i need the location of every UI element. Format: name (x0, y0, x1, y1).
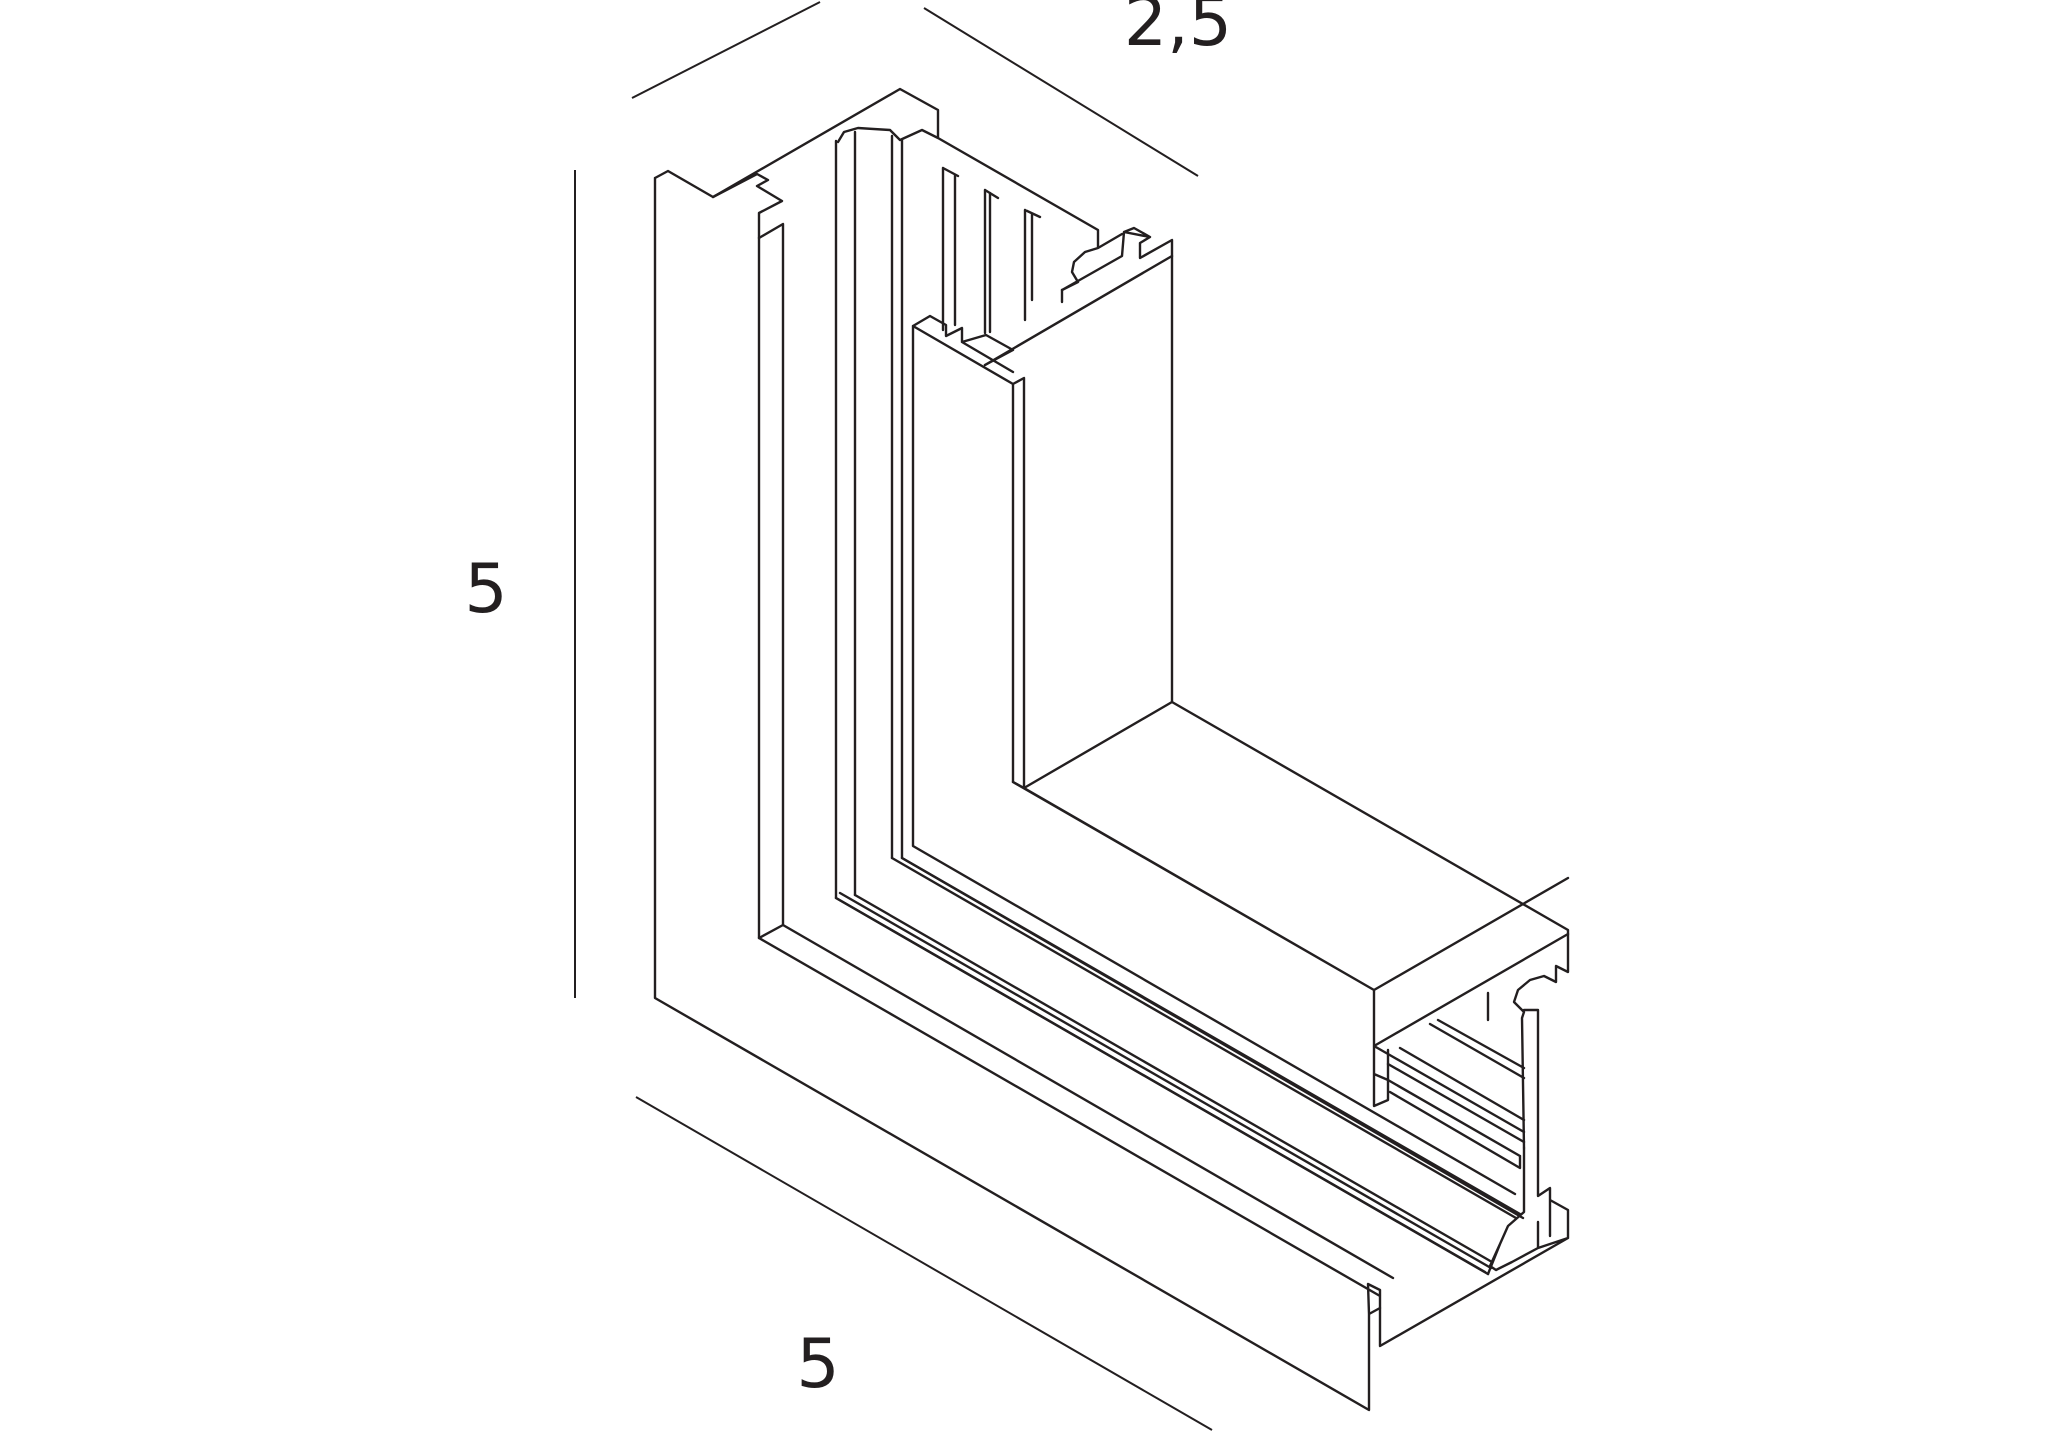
inner-channel-right-wall (890, 134, 1525, 1220)
outer-left-face (653, 169, 1382, 1412)
height-dimension-label: 5 (464, 550, 507, 629)
width-dimension-label: 5 (796, 1325, 839, 1404)
inner-leg-face (911, 314, 1517, 1196)
horizontal-channel-rails (1386, 991, 1526, 1170)
bottom-groove-lines (834, 856, 1522, 1274)
depth-dimension-line-right (923, 7, 1199, 177)
horizontal-leg-top-face (1011, 780, 1570, 1108)
end-cross-section (1378, 1008, 1570, 1348)
inner-leg-right-panel (983, 254, 1570, 1150)
corner-profile-drawing (653, 87, 1570, 1412)
depth-dimension-line-left (631, 1, 821, 99)
width-dimension-line (635, 1096, 1213, 1431)
inner-channel-left-wall (834, 130, 1490, 1276)
depth-dimension-label: 2,5 (1124, 0, 1232, 62)
top-channel-rails (941, 166, 1064, 335)
outer-wall-strip (757, 222, 1395, 1280)
top-cross-section (711, 87, 1174, 704)
dimension-lines (574, 1, 1213, 1431)
